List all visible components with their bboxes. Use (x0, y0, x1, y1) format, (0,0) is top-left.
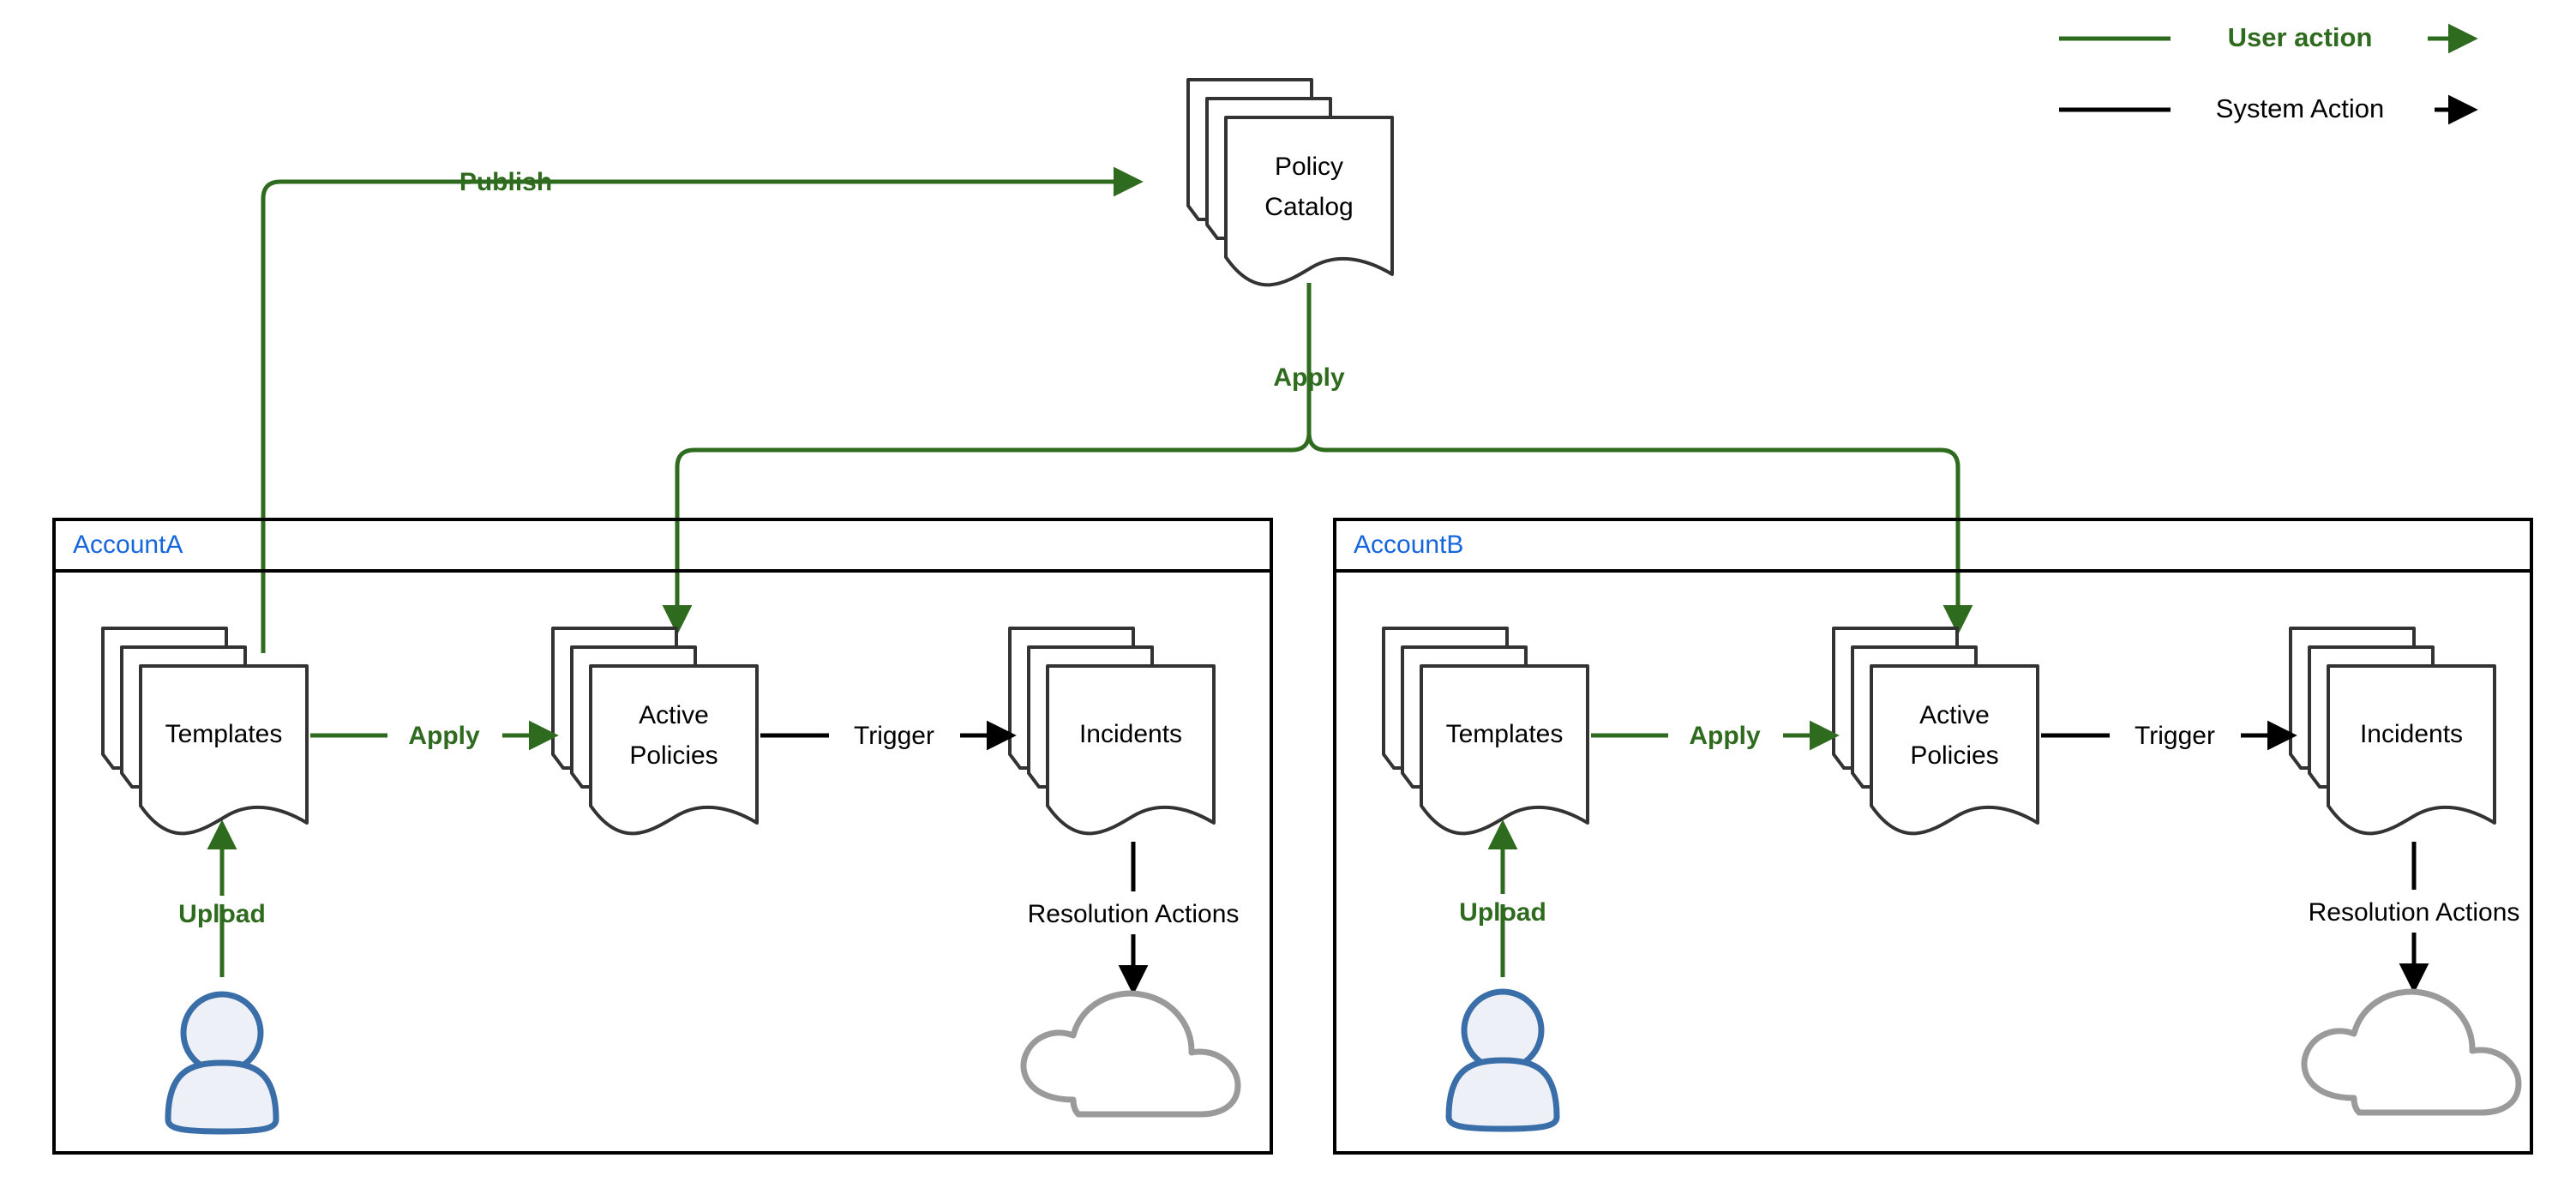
active-policies-b-label-line2: Policies (1910, 741, 1998, 770)
node-incidents-b[interactable]: Incidents (2289, 627, 2496, 836)
incidents-b-label: Incidents (2360, 720, 2463, 748)
node-templates-a[interactable]: Templates (101, 627, 309, 836)
edge-apply-b: Apply (1591, 720, 1840, 751)
edge-publish: Publish (261, 166, 1144, 653)
policy-catalog-label-line1: Policy (1275, 153, 1343, 181)
edge-resolution-actions-b: Resolution Actions (2309, 842, 2520, 993)
account-container-b[interactable]: AccountB Templates Active Policies Incid… (1333, 518, 2533, 1155)
edge-upload-b: Upload (1459, 819, 1546, 977)
apply-a-label: Apply (408, 722, 480, 750)
publish-label: Publish (459, 168, 552, 196)
resolution-actions-b-label: Resolution Actions (2309, 898, 2520, 927)
incidents-a-layer-front (1046, 664, 1216, 836)
upload-a-label: Upload (178, 900, 266, 928)
trigger-a-label: Trigger (854, 722, 934, 750)
active-policies-a-label-line1: Active (639, 701, 709, 729)
templates-a-label: Templates (165, 720, 283, 748)
templates-a-layer-front (139, 664, 309, 836)
apply-central-label: Apply (1273, 363, 1345, 392)
edge-apply-a: Apply (310, 720, 559, 751)
policy-catalog-layer-front (1224, 116, 1394, 287)
cloud-icon-b (2301, 988, 2522, 1116)
active-policies-a-layer-front (589, 664, 759, 836)
legend-system-action-label: System Action (2216, 93, 2384, 123)
node-policy-catalog[interactable]: Policy Catalog (1186, 78, 1394, 287)
apply-branch-right (1306, 283, 1961, 588)
active-policies-b-label-line1: Active (1919, 701, 1990, 729)
node-incidents-a[interactable]: Incidents (1008, 627, 1216, 836)
legend-user-action-label: User action (2228, 22, 2373, 52)
cloud-a[interactable] (1020, 990, 1241, 1118)
apply-b-label: Apply (1689, 722, 1761, 750)
account-b-title: AccountB (1354, 531, 1463, 559)
incidents-a-label: Incidents (1079, 720, 1182, 748)
edge-resolution-actions-a: Resolution Actions (1028, 842, 1240, 995)
cloud-b[interactable] (2301, 988, 2522, 1116)
node-active-policies-a[interactable]: Active Policies (551, 627, 759, 836)
node-active-policies-b[interactable]: Active Policies (1832, 627, 2039, 836)
upload-b-label: Upload (1459, 898, 1546, 927)
policy-catalog-label-line2: Catalog (1264, 193, 1353, 221)
templates-b-label: Templates (1446, 720, 1564, 748)
actor-b[interactable] (1445, 988, 1560, 1132)
legend: User action System Action (2059, 22, 2478, 125)
legend-system-action-row: System Action (2059, 93, 2478, 125)
account-b-box (1333, 518, 2533, 1155)
node-templates-b[interactable]: Templates (1382, 627, 1589, 836)
edge-trigger-a: Trigger (760, 720, 1017, 751)
cloud-icon-a (1020, 990, 1241, 1118)
apply-branch-left (675, 283, 1312, 588)
resolution-actions-a-label: Resolution Actions (1028, 900, 1240, 928)
account-container-a[interactable]: AccountA Templates Active Policies Incid… (52, 518, 1273, 1155)
legend-user-action-row: User action (2059, 22, 2478, 54)
active-policies-b-layer-front (1870, 664, 2039, 836)
edge-trigger-b: Trigger (2041, 720, 2297, 751)
incidents-b-layer-front (2327, 664, 2496, 836)
actor-a[interactable] (165, 991, 279, 1135)
trigger-b-label: Trigger (2135, 722, 2215, 750)
active-policies-a-label-line2: Policies (629, 741, 718, 770)
publish-line (261, 166, 1144, 653)
account-a-box (52, 518, 1273, 1155)
edge-apply-central: Apply (662, 283, 1973, 635)
edge-upload-a: Upload (178, 819, 266, 977)
user-avatar-icon-body-b (1445, 1057, 1560, 1132)
user-avatar-icon-body-a (165, 1059, 279, 1135)
account-a-title: AccountA (73, 531, 183, 559)
templates-b-layer-front (1420, 664, 1589, 836)
